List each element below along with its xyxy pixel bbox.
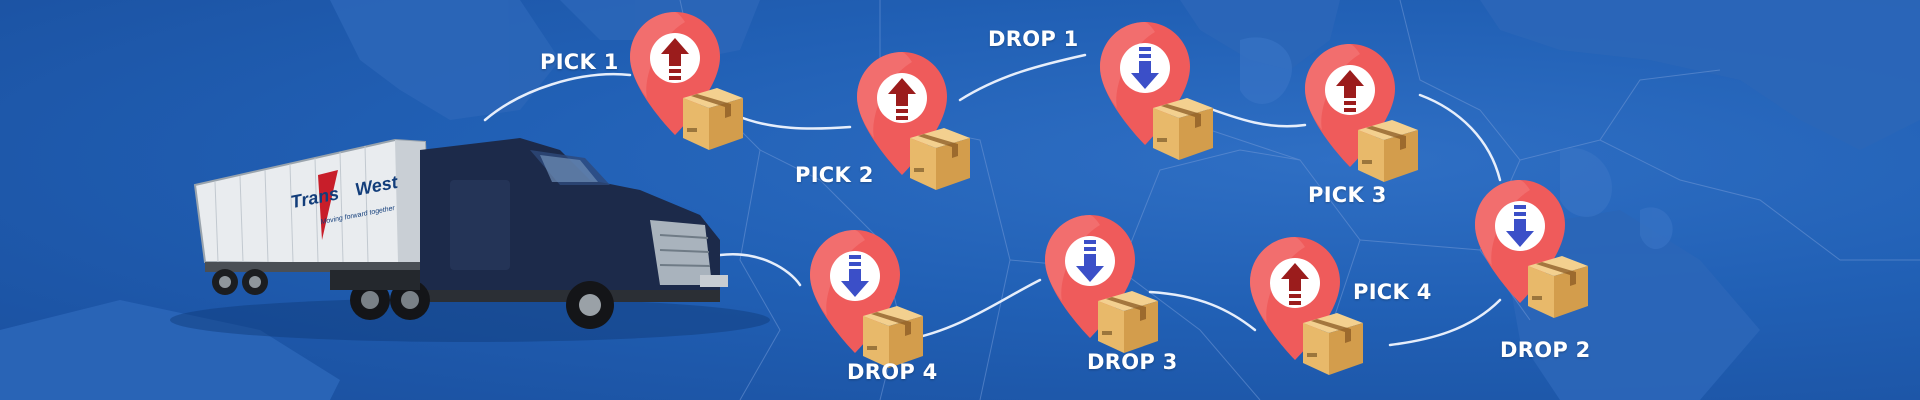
label-pick2: PICK 2	[795, 163, 874, 187]
package-box-icon	[1153, 98, 1213, 160]
package-box-icon	[1098, 291, 1158, 353]
stop-pick1	[625, 10, 745, 170]
upload-arrow-icon	[1281, 263, 1309, 305]
stop-drop1	[1095, 20, 1215, 180]
stop-pick2	[852, 50, 972, 210]
upload-arrow-icon	[888, 78, 916, 120]
label-pick3: PICK 3	[1308, 183, 1387, 207]
stop-pick3	[1300, 42, 1420, 202]
label-drop1: DROP 1	[988, 27, 1079, 51]
upload-arrow-icon	[661, 38, 689, 80]
label-drop3: DROP 3	[1087, 350, 1178, 374]
label-pick1: PICK 1	[540, 50, 619, 74]
download-arrow-icon	[1131, 47, 1159, 89]
download-arrow-icon	[1506, 205, 1534, 247]
package-box-icon	[1528, 256, 1588, 318]
pick-location-pin-icon	[1250, 237, 1363, 375]
package-box-icon	[683, 88, 743, 150]
pick-location-pin-icon	[857, 52, 970, 190]
stop-drop4	[805, 228, 925, 388]
upload-arrow-icon	[1336, 70, 1364, 112]
download-arrow-icon	[841, 255, 869, 297]
stop-drop2	[1470, 178, 1590, 338]
stop-drop3	[1040, 213, 1160, 373]
label-pick4: PICK 4	[1353, 280, 1432, 304]
drop-location-pin-icon	[1475, 180, 1588, 318]
drop-location-pin-icon	[810, 230, 923, 368]
label-drop2: DROP 2	[1500, 338, 1591, 362]
pick-location-pin-icon	[1305, 44, 1418, 182]
package-box-icon	[1303, 313, 1363, 375]
download-arrow-icon	[1076, 240, 1104, 282]
stop-pick4	[1245, 235, 1365, 395]
package-box-icon	[910, 128, 970, 190]
drop-location-pin-icon	[1045, 215, 1158, 353]
label-drop4: DROP 4	[847, 360, 938, 384]
package-box-icon	[1358, 120, 1418, 182]
pick-location-pin-icon	[630, 12, 743, 150]
package-box-icon	[863, 306, 923, 368]
drop-location-pin-icon	[1100, 22, 1213, 160]
